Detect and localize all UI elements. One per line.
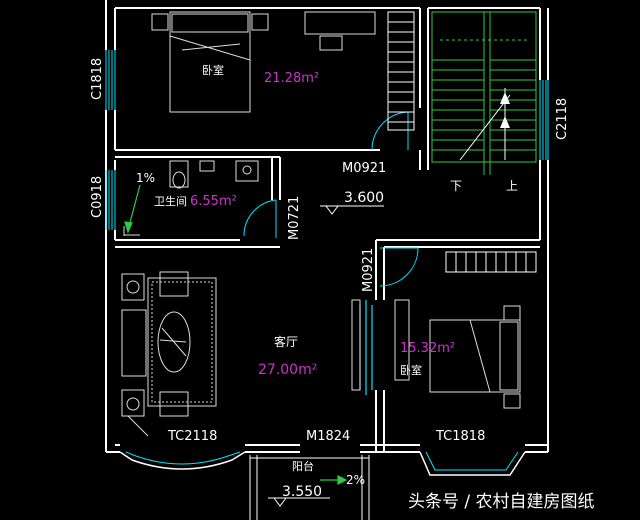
window-label-right-stair: C2118: [555, 98, 570, 140]
window-label-left-top: C1818: [90, 58, 105, 100]
door-label-bathroom: M0721: [287, 196, 302, 240]
stair-label-up: 上: [506, 179, 518, 193]
room-label-balcony: 阳台: [292, 459, 314, 473]
level-value-balcony: 3.550: [282, 484, 322, 500]
watermark: 头条号 / 农村自建房图纸: [408, 492, 595, 512]
door-label-bedroom-top: M0921: [342, 161, 386, 176]
sofa-set: [121, 271, 217, 437]
slope-arrow-bathroom: [124, 184, 141, 234]
room-label-living: 客厅: [274, 334, 298, 349]
bay-window-left: [119, 451, 246, 470]
room-area-bedroom-right: 15.32m²: [400, 341, 455, 356]
door-bathroom: [243, 199, 277, 238]
slope-label-balcony: 2%: [346, 473, 365, 487]
window-label-left-mid: C0918: [90, 176, 105, 218]
walls: [105, 0, 549, 453]
room-area-living: 27.00m²: [258, 362, 317, 378]
room-label-bathroom: 卫生间: [154, 194, 187, 208]
tv-cabinet: [351, 299, 361, 391]
slope-label-bathroom: 1%: [136, 171, 155, 185]
bed-right-bedroom: [394, 299, 521, 409]
door-entry: [359, 300, 373, 395]
door-bedroom-right: [379, 247, 419, 287]
room-label-bedroom-right: 卧室: [400, 363, 422, 377]
window-right-stair: [539, 80, 549, 160]
door-label-bedroom-right: M0921: [361, 248, 376, 292]
window-left-mid: [105, 170, 116, 230]
room-label-bedroom-top: 卧室: [202, 63, 224, 77]
closet-top: [387, 11, 415, 131]
level-value-floor: 3.600: [344, 190, 384, 206]
stair-up-arrow-icon: [500, 92, 510, 128]
slope-arrow-balcony: [320, 475, 348, 485]
door-label-entry: M1824: [306, 429, 350, 444]
level-mark-floor: [320, 205, 384, 215]
bay-window-right: [419, 451, 526, 476]
closet-right: [445, 251, 537, 273]
window-label-bottom-right: TC1818: [435, 429, 485, 444]
window-label-bottom-left: TC2118: [167, 429, 217, 444]
bed-top-bedroom: [151, 11, 269, 113]
window-left-top: [105, 50, 116, 110]
door-bedroom-top: [371, 111, 409, 151]
balcony: [249, 455, 370, 520]
desk-top-bedroom: [304, 11, 376, 51]
bathroom-fixtures: [123, 160, 259, 236]
room-area-bathroom: 6.55m²: [190, 194, 237, 209]
stair-label-down: 下: [450, 179, 462, 193]
level-mark-balcony: [268, 497, 330, 507]
staircase: [431, 11, 537, 175]
room-area-bedroom-top: 21.28m²: [264, 71, 319, 86]
